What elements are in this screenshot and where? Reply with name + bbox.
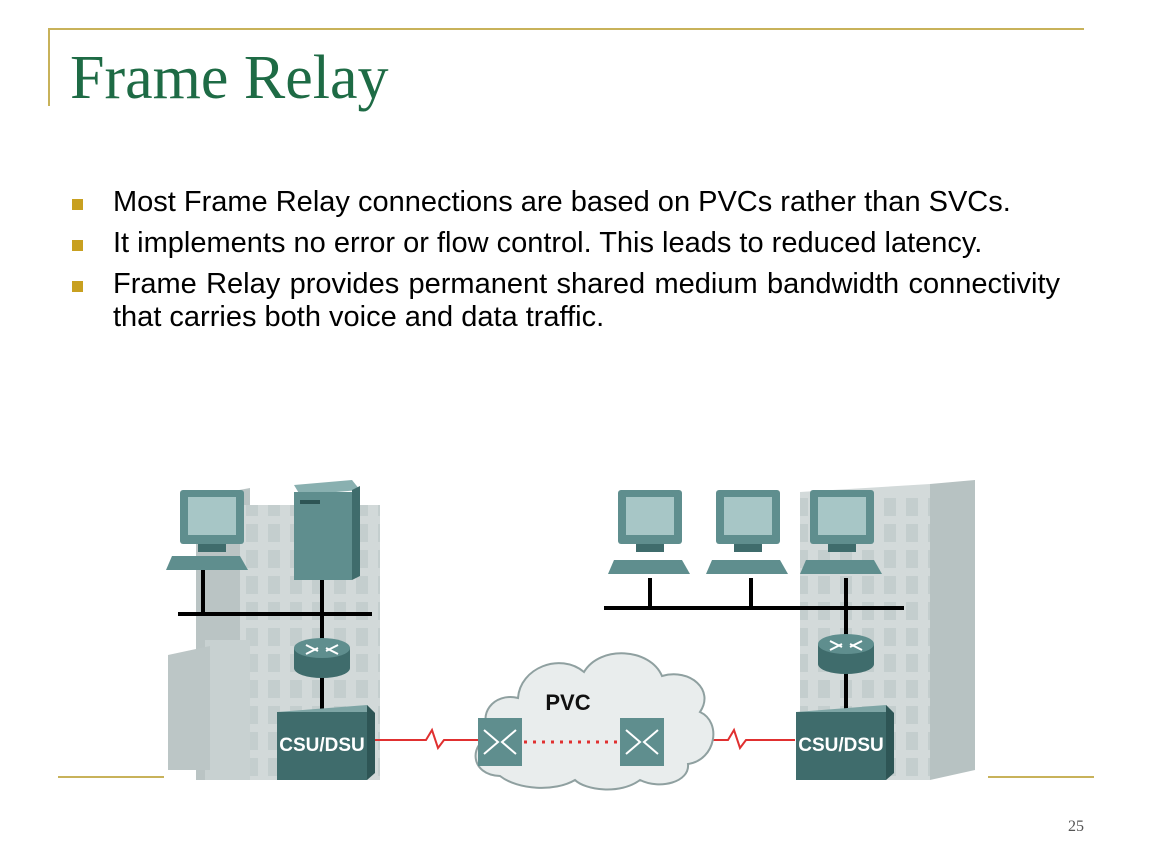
square-bullet-icon bbox=[72, 199, 83, 210]
left-router-icon bbox=[294, 638, 350, 678]
left-wan-link bbox=[375, 727, 480, 751]
left-server-icon bbox=[294, 480, 360, 580]
bullet-item: Frame Relay provides permanent shared me… bbox=[70, 268, 1060, 334]
right-wan-switch-icon bbox=[620, 718, 664, 766]
bullet-text: Frame Relay provides permanent shared me… bbox=[113, 268, 1060, 333]
right-csu-dsu-label: CSU/DSU bbox=[798, 735, 884, 756]
bullet-item: Most Frame Relay connections are based o… bbox=[70, 186, 1060, 219]
right-wan-link bbox=[665, 727, 795, 751]
left-csu-dsu-device: CSU/DSU bbox=[277, 705, 375, 780]
bullet-list: Most Frame Relay connections are based o… bbox=[70, 186, 1060, 342]
frame-left-rule bbox=[48, 28, 50, 106]
right-workstation-icon bbox=[800, 490, 882, 574]
left-wan-switch-icon bbox=[478, 718, 522, 766]
page-number: 25 bbox=[1068, 818, 1084, 835]
cloud-pvc-label: PVC bbox=[545, 690, 590, 715]
frame-top-rule bbox=[48, 28, 1084, 30]
bullet-text: Most Frame Relay connections are based o… bbox=[113, 186, 1011, 218]
slide-title: Frame Relay bbox=[70, 44, 389, 112]
left-csu-dsu-label: CSU/DSU bbox=[279, 735, 365, 756]
square-bullet-icon bbox=[72, 281, 83, 292]
bottom-left-rule bbox=[58, 776, 164, 778]
right-workstation-icon bbox=[608, 490, 690, 574]
left-workstation-icon bbox=[166, 490, 248, 570]
square-bullet-icon bbox=[72, 240, 83, 251]
bullet-text: It implements no error or flow control. … bbox=[113, 227, 983, 259]
bullet-item: It implements no error or flow control. … bbox=[70, 227, 1060, 260]
right-workstation-icon bbox=[706, 490, 788, 574]
right-router-icon bbox=[818, 634, 874, 674]
bottom-right-rule bbox=[988, 776, 1094, 778]
right-csu-dsu-device: CSU/DSU bbox=[796, 705, 894, 780]
